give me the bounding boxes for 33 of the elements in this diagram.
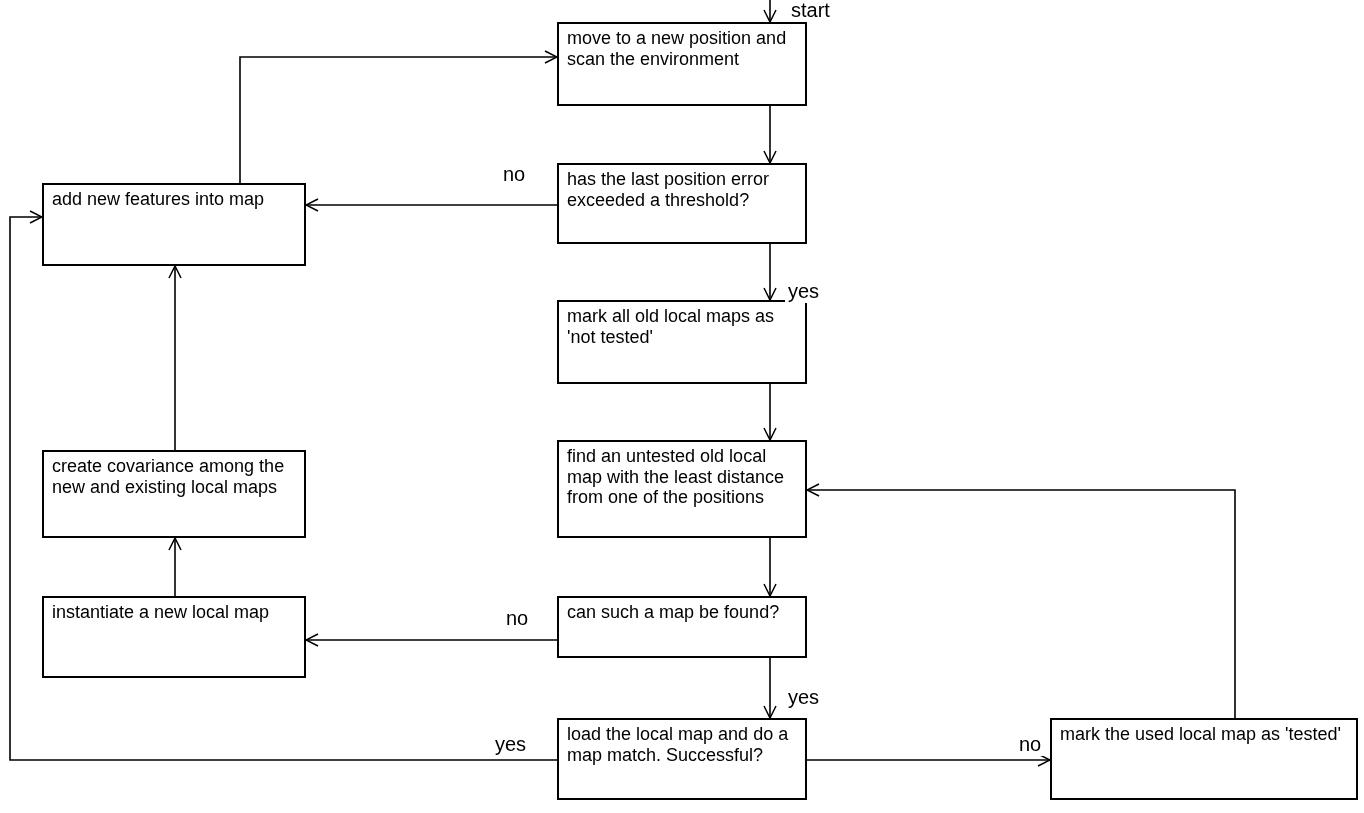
process-box — [557, 300, 807, 384]
box-text: can such a map be found? — [567, 602, 781, 623]
box-text: mark the used local map as 'tested' — [1060, 724, 1342, 745]
arrow — [763, 537, 777, 597]
arrow — [763, 0, 777, 23]
process-box — [557, 718, 807, 800]
arrow — [763, 243, 777, 301]
process-box — [1050, 718, 1358, 800]
arrow — [168, 265, 182, 451]
process-box — [42, 450, 306, 538]
process-box — [557, 163, 807, 244]
arrow — [305, 633, 558, 647]
box-text: load the local map and do a map match. Successful? — [567, 724, 790, 766]
arrow — [168, 537, 182, 597]
arrow — [763, 383, 777, 441]
box-text: create covariance among the new and existing local maps — [52, 456, 286, 498]
arrow — [806, 483, 1236, 719]
process-box — [42, 183, 306, 266]
process-box — [557, 22, 807, 106]
arrow — [9, 210, 558, 761]
process-box — [557, 596, 807, 658]
box-text: find an untested old local map with the least distance from one of the positions — [567, 446, 786, 509]
box-text: move to a new position and scan the environment — [567, 28, 788, 70]
box-text: mark all old local maps as 'not tested' — [567, 306, 776, 348]
box-text: instantiate a new local map — [52, 602, 271, 623]
box-text: has the last position error exceeded a threshold? — [567, 169, 771, 211]
process-box — [42, 596, 306, 678]
arrow — [305, 198, 558, 212]
process-box — [557, 440, 807, 538]
arrow — [763, 657, 777, 719]
box-text: add new features into map — [52, 189, 266, 210]
arrow — [763, 105, 777, 164]
arrow — [239, 50, 558, 184]
